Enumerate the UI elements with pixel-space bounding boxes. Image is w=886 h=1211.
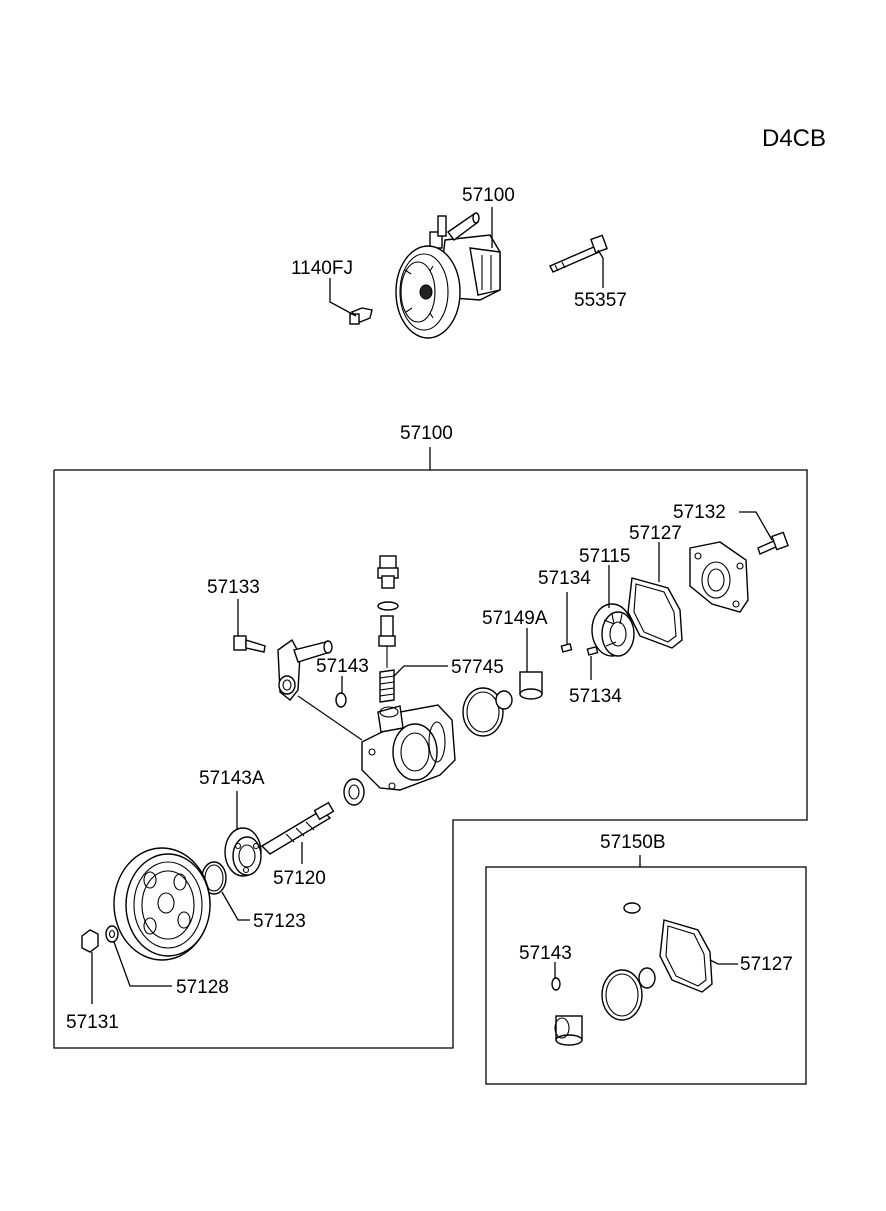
pump-cover [689,541,749,613]
label-57134-upper: 57134 [538,568,591,589]
housing-oring-large [462,687,504,737]
label-57115: 57115 [579,546,630,567]
outlet-bracket [277,638,363,741]
pump-assembly-overview [349,212,608,339]
kit-oring-large [601,969,643,1021]
label-57120: 57120 [273,868,326,889]
bolt-57133 [233,635,266,653]
kit-frame [485,866,807,1085]
label-57133: 57133 [207,577,260,598]
oring-57143 [335,692,347,708]
label-57150B: 57150B [600,832,666,853]
engine-code-label: D4CB [762,125,826,152]
kit-gasket-57127 [659,919,713,993]
label-57143: 57143 [316,656,369,677]
valve-fitting [377,555,399,703]
label-1140FJ: 1140FJ [291,258,353,279]
label-57149A: 57149A [482,608,548,629]
label-57123: 57123 [253,911,306,932]
kit-oring-57143 [551,977,561,991]
pin-lower [586,645,599,656]
pump-housing [361,704,456,791]
label-57127: 57127 [629,523,682,544]
seal-ring [343,778,365,806]
label-57128: 57128 [176,977,229,998]
label-kit-57143: 57143 [519,943,572,964]
housing-oring-small [495,690,513,710]
label-57745: 57745 [451,657,504,678]
label-57143A: 57143A [199,768,265,789]
kit-bushing [554,1015,583,1046]
kit-oring-small [638,967,656,989]
nut-57131 [81,929,99,953]
label-57131: 57131 [66,1012,119,1033]
label-57100-top: 57100 [462,185,515,206]
pin-upper [560,642,573,653]
cartridge-57115 [591,603,635,657]
main-assembly-frame [53,469,808,1049]
bolt-57132 [757,531,789,555]
label-57100-main: 57100 [400,423,453,444]
kit-oring-top [623,902,641,914]
label-57132: 57132 [673,502,726,523]
label-kit-57127: 57127 [740,954,793,975]
bushing-57149A [519,671,543,700]
pulley [113,847,211,961]
shaft-57120 [260,801,335,855]
label-57134-lower: 57134 [569,686,622,707]
bearing-57143A [224,827,262,877]
washer-57128 [105,925,119,943]
label-55357: 55357 [574,290,627,311]
gasket-57127 [627,577,683,649]
